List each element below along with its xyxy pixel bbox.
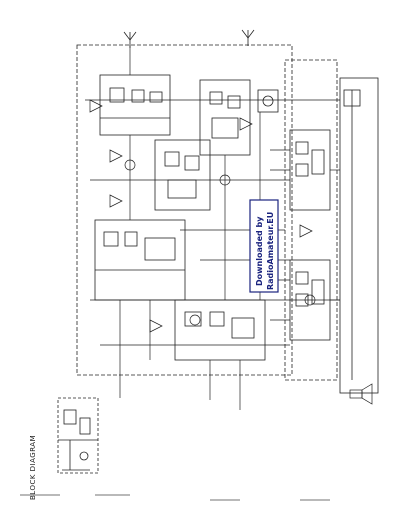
main-board-frame: [76, 44, 338, 381]
amplifier-symbols: [89, 99, 313, 333]
stamp-line2: RadioAmateur.EU: [266, 212, 275, 290]
bottom-margin-marks: [20, 494, 330, 501]
antenna-module: [57, 397, 99, 474]
mixer-symbols: [124, 159, 316, 326]
stamp-line1: Downloaded by: [255, 216, 264, 286]
download-stamp: Downloaded by RadioAmateur.EU: [249, 199, 279, 293]
wiring: [85, 45, 340, 410]
speaker-icon: [349, 383, 373, 405]
antenna-symbols: [123, 29, 255, 48]
diagram-title: BLOCK DIAGRAM: [29, 435, 37, 500]
